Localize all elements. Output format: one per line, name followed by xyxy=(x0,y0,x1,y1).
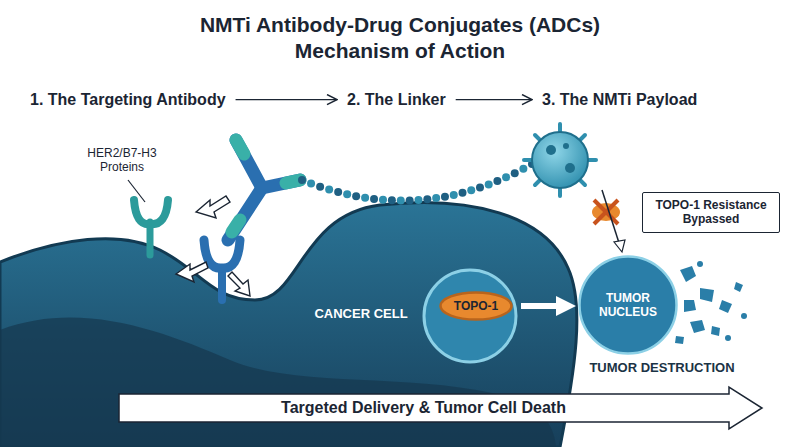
linker-bead xyxy=(423,195,431,203)
linker-bead xyxy=(307,180,315,188)
node-text: TUMOR NUCLEUS xyxy=(592,291,664,320)
linker-bead xyxy=(493,177,501,185)
linker-bead xyxy=(397,197,405,205)
linker-bead xyxy=(485,180,493,188)
node-text: 3. The NMTi Payload xyxy=(542,90,697,109)
resistance-blocked xyxy=(592,190,625,252)
linker-bead xyxy=(441,193,449,201)
cell-label: CANCER CELL xyxy=(306,306,416,322)
node-text: Targeted Delivery & Tumor Cell Death xyxy=(281,398,566,417)
node-text: TOPO-1 xyxy=(454,299,498,313)
delivery-arrow-band: Targeted Delivery & Tumor Cell Death xyxy=(118,386,763,430)
diagram-title: NMTi Antibody-Drug Conjugates (ADCs) Mec… xyxy=(160,12,640,65)
binding-arrows xyxy=(176,196,250,296)
shape-outline xyxy=(441,293,512,320)
node-text: TOPO-1 Resistance Bypassed xyxy=(652,198,770,227)
tumor-fragments xyxy=(675,261,747,344)
linker-bead xyxy=(406,196,414,204)
step-label: 3. The NMTi Payload xyxy=(540,88,699,111)
linker-chain xyxy=(298,160,536,205)
flow-arrow xyxy=(236,99,337,100)
her2-receptor xyxy=(134,200,168,255)
cancer-cell xyxy=(0,203,577,447)
linker-bead xyxy=(352,192,360,200)
linker-bead xyxy=(476,184,484,192)
enzyme-oval: TOPO-1 xyxy=(439,291,513,321)
linker-bead xyxy=(370,195,378,203)
node-text: 1. The Targeting Antibody xyxy=(30,90,226,109)
note-box: TOPO-1 Resistance Bypassed xyxy=(642,192,780,233)
linker-bead xyxy=(511,169,519,177)
leader-line xyxy=(128,180,145,202)
cell-nucleus xyxy=(424,270,516,362)
protein-label: HER2/B7-H3 Proteins xyxy=(72,146,172,175)
band-outline xyxy=(119,387,762,429)
shape-outline xyxy=(580,257,677,354)
linker-bead xyxy=(379,196,387,204)
linker-bead xyxy=(316,183,324,191)
antibody xyxy=(228,140,300,240)
outcome-label: TUMOR DESTRUCTION xyxy=(572,360,752,376)
linker-bead xyxy=(450,191,458,199)
flow-arrow xyxy=(456,99,532,100)
linker-bead xyxy=(519,165,527,173)
linker-bead xyxy=(343,190,351,198)
linker-bead xyxy=(361,194,369,202)
linker-bead xyxy=(502,173,510,181)
linker-bead xyxy=(388,196,396,204)
nmti-payload xyxy=(524,124,596,196)
step-label: 2. The Linker xyxy=(345,88,448,111)
linker-bead xyxy=(467,186,475,194)
linker-bead xyxy=(325,186,333,194)
flow-arrow xyxy=(521,303,566,309)
tumor-nucleus: TUMOR NUCLEUS xyxy=(578,255,678,355)
linker-bead xyxy=(432,194,440,202)
step-label: 1. The Targeting Antibody xyxy=(28,88,228,111)
linker-bead xyxy=(459,189,467,197)
linker-bead xyxy=(298,176,306,184)
linker-bead xyxy=(415,196,423,204)
node-text: 2. The Linker xyxy=(347,90,446,109)
linker-bead xyxy=(334,188,342,196)
